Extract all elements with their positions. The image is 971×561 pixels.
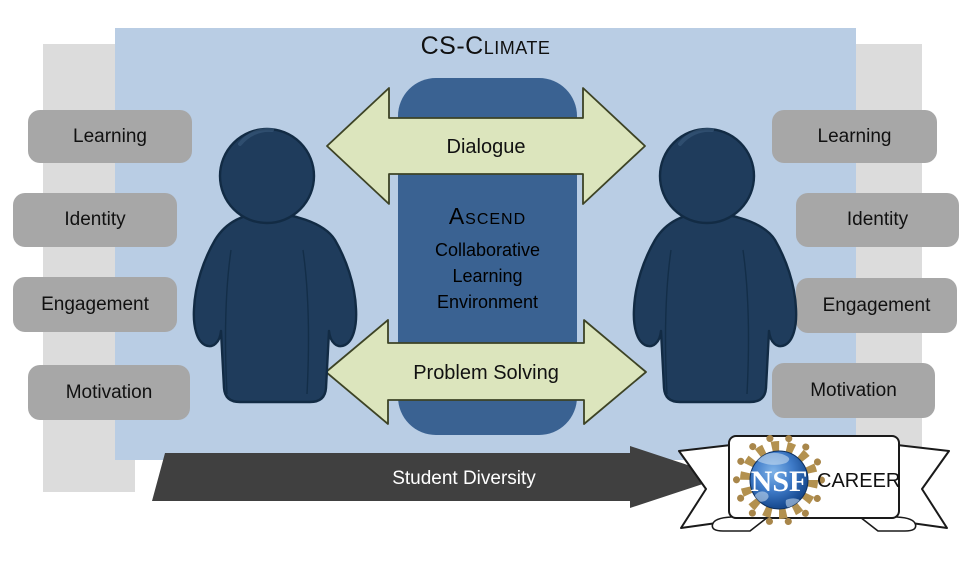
globe-continents [755, 452, 804, 509]
nsf-logo: NSF [733, 434, 825, 526]
label-right-motivation: Motivation [772, 363, 935, 418]
ribbon-tail-right [896, 444, 950, 529]
student-diversity-label: Student Diversity [392, 468, 536, 489]
label-left-identity: Identity [13, 193, 177, 247]
student-diversity-banner [152, 446, 724, 508]
label-left-learning: Learning [28, 110, 192, 163]
ribbon-curl-right [859, 516, 917, 532]
label-left-engagement: Engagement [13, 277, 177, 332]
career-label: CAREER [817, 470, 900, 492]
ascend-line: Learning [452, 266, 523, 286]
label-left-motivation: Motivation [28, 365, 190, 420]
label-right-engagement: Engagement [796, 278, 957, 333]
ascend-line: Collaborative [434, 240, 541, 260]
nsf-logo-text: NSF [751, 465, 808, 498]
person-figure-right [632, 127, 798, 404]
label-right-identity: Identity [796, 193, 959, 247]
person-figure-left [192, 127, 358, 404]
ascend-line: Environment [436, 292, 539, 312]
label-right-learning: Learning [772, 110, 937, 163]
ribbon-curl-left [711, 516, 769, 532]
dialogue-arrow-label: Dialogue [447, 136, 526, 158]
problem-solving-arrow-label: Problem Solving [413, 362, 559, 384]
diagram-title: CS-Climate [420, 32, 551, 60]
dialogue-arrow [326, 87, 646, 205]
ascend-title: Ascend [448, 203, 527, 229]
nsf-career-ribbon: NSF CAREER [678, 434, 950, 532]
ribbon-tail-left [678, 444, 732, 529]
problem-solving-arrow [325, 319, 647, 425]
ascend-panel-text: Ascend Collaborative Learning Environmen… [398, 203, 577, 315]
